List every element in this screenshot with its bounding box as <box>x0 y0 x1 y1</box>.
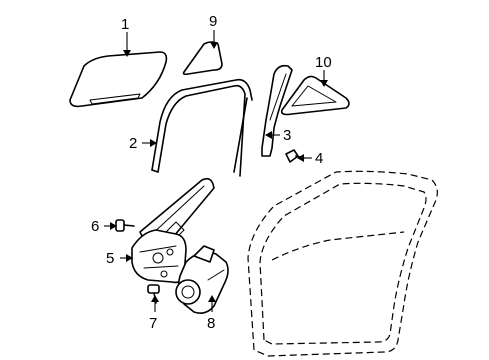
callout-label-2: 2 <box>129 135 137 152</box>
callouts: 1 9 10 2 3 4 6 5 7 8 <box>91 13 332 332</box>
callout-label-10: 10 <box>315 54 332 71</box>
door-shell-outline <box>247 170 438 357</box>
part-2-run-channel <box>151 78 253 177</box>
callout-label-8: 8 <box>207 315 215 332</box>
callout-label-1: 1 <box>121 16 129 33</box>
part-1-door-glass <box>69 51 168 108</box>
callout-label-7: 7 <box>149 315 157 332</box>
callout-label-6: 6 <box>91 218 99 235</box>
part-9-corner-glass <box>182 41 223 76</box>
part-8-motor <box>175 245 229 314</box>
callout-label-9: 9 <box>209 13 217 30</box>
callout-label-3: 3 <box>283 127 291 144</box>
callout-label-5: 5 <box>106 250 114 267</box>
callout-label-4: 4 <box>315 150 323 167</box>
part-6-bolt <box>115 219 135 232</box>
part-10-quarter-glass <box>280 75 350 116</box>
